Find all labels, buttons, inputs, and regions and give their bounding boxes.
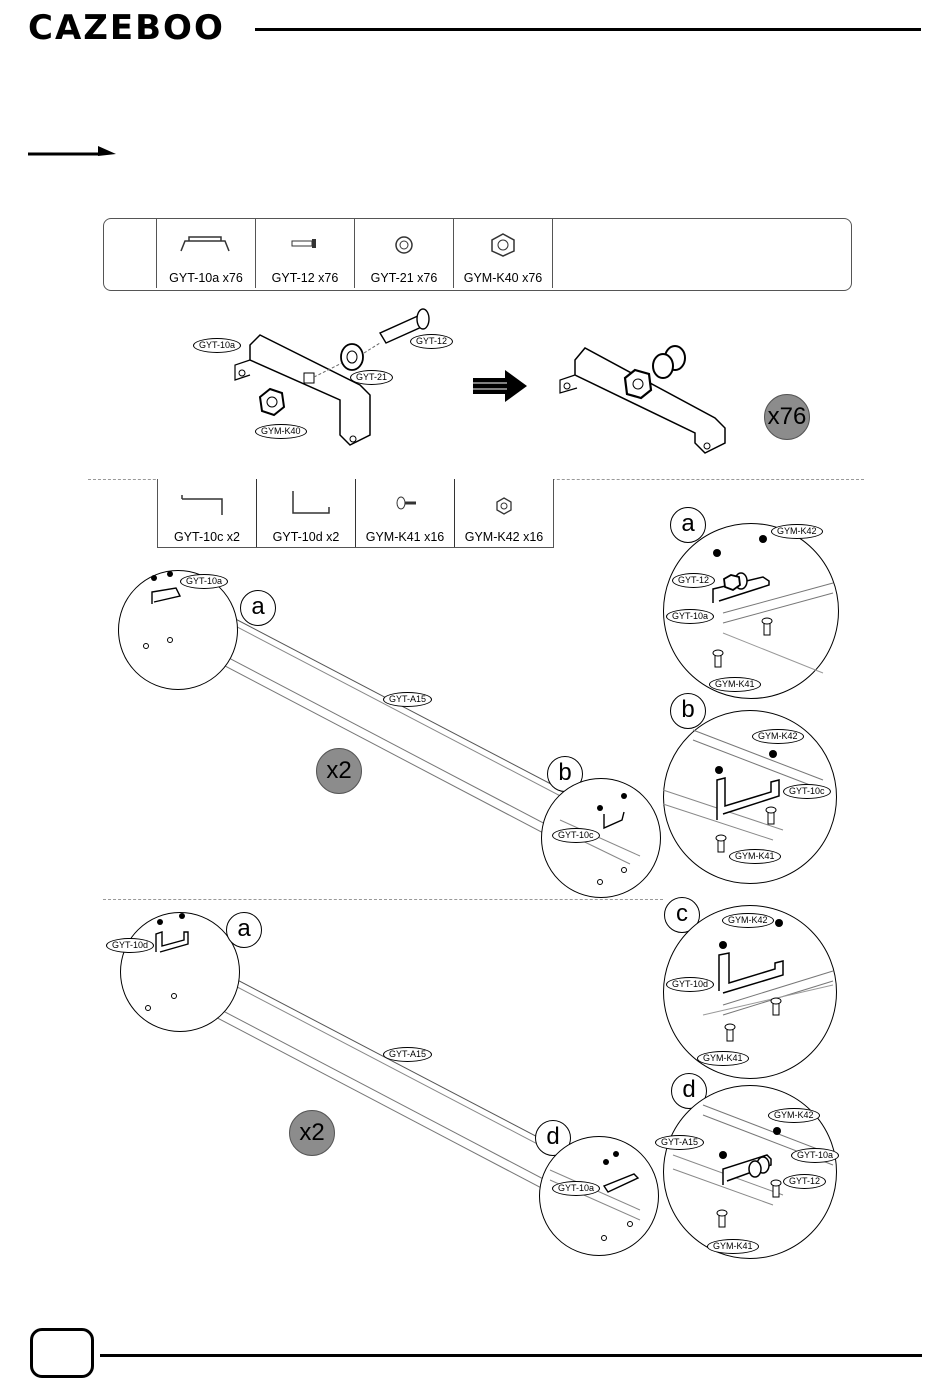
tag-detail-c-screw: GYM-K41 xyxy=(697,1051,749,1066)
nut-part xyxy=(258,387,286,417)
callout-step3-a: a xyxy=(226,912,262,948)
tag-detail-c-bracket: GYT-10d xyxy=(666,977,715,992)
tag-step3-a-bracket: GYT-10d xyxy=(106,938,155,953)
tag-step3-d-bracket: GYT-10a xyxy=(552,1181,601,1196)
tag-step1-nut: GYM-K40 xyxy=(255,424,307,439)
part-gym-k42: GYM-K42 x16 xyxy=(454,479,553,547)
step1-assembled-diagram xyxy=(559,345,726,454)
tag-detail-d-bracket: GYT-10a xyxy=(791,1148,840,1163)
tag-detail-d-nut: GYM-K42 xyxy=(768,1108,820,1123)
tag-step2-rail: GYT-A15 xyxy=(383,692,433,707)
header-rule xyxy=(255,28,921,31)
detail-letter-a: a xyxy=(670,507,706,543)
qty-step1: x76 xyxy=(764,394,810,440)
part-gyt-10a: GYT-10a x76 xyxy=(156,219,255,288)
detail-d-diagram xyxy=(672,1104,834,1228)
tag-step2-b-bracket: GYT-10c xyxy=(552,828,600,843)
tag-detail-d-pin: GYT-12 xyxy=(783,1174,827,1189)
parts-table-2: GYT-10c x2 GYT-10d x2 GYM-K41 x16 GYM-K4… xyxy=(157,479,554,548)
step3-d-parts xyxy=(549,1151,641,1241)
tag-detail-b-screw: GYM-K41 xyxy=(729,849,781,864)
parts-table-1: GYT-10a x76 GYT-12 x76 GYT-21 x76 GYM-K4… xyxy=(103,218,852,291)
nut-small-icon xyxy=(496,497,512,515)
tag-step1-pin: GYT-12 xyxy=(410,334,454,349)
tag-detail-b-nut: GYM-K42 xyxy=(752,729,804,744)
tag-step1-bushing: GYT-21 xyxy=(350,370,394,385)
arrow-result-icon xyxy=(473,370,527,402)
part-gym-k41: GYM-K41 x16 xyxy=(355,479,454,547)
brand-logo: CAZEBOO xyxy=(28,8,225,48)
tag-detail-a-bracket: GYT-10a xyxy=(666,609,715,624)
part-gyt-10d: GYT-10d x2 xyxy=(256,479,355,547)
callout-step3-d: d xyxy=(535,1120,571,1156)
pin-icon xyxy=(291,239,316,248)
bracket-d-icon xyxy=(292,491,330,514)
step3-a-parts xyxy=(145,913,189,1011)
part-gym-k40: GYM-K40 x76 xyxy=(453,219,553,288)
tag-detail-d-screw: GYM-K41 xyxy=(707,1239,759,1254)
tag-detail-c-nut: GYM-K42 xyxy=(722,913,774,928)
tag-detail-b-bracket: GYT-10c xyxy=(783,784,831,799)
step2-a-parts xyxy=(143,571,182,649)
step1-exploded-diagram xyxy=(234,308,430,446)
bracket-icon xyxy=(180,236,230,252)
step2-b-parts xyxy=(559,793,641,885)
tag-detail-a-screw: GYM-K41 xyxy=(709,677,761,692)
tag-step3-rail: GYT-A15 xyxy=(383,1047,433,1062)
detail-b-diagram xyxy=(662,729,824,853)
zoom-circle-step2-a xyxy=(118,570,238,690)
part-gyt-12: GYT-12 x76 xyxy=(255,219,354,288)
pin-part xyxy=(378,308,430,344)
tag-step2-a-bracket: GYT-10a xyxy=(180,574,229,589)
arrow-right-icon xyxy=(28,146,116,156)
bushing-part xyxy=(340,343,364,371)
qty-step3: x2 xyxy=(289,1110,335,1156)
divider-2 xyxy=(103,899,663,900)
zoom-circle-step3-d xyxy=(539,1136,659,1256)
footer-rule xyxy=(100,1354,922,1357)
nut-icon xyxy=(491,233,515,257)
part-gyt-10c: GYT-10c x2 xyxy=(158,479,256,547)
detail-a-diagram xyxy=(712,535,834,674)
detail-letter-b: b xyxy=(670,693,706,729)
tag-detail-d-rail: GYT-A15 xyxy=(655,1135,705,1150)
detail-circle-c xyxy=(663,905,837,1079)
tag-detail-a-nut: GYM-K42 xyxy=(771,524,823,539)
bushing-icon xyxy=(395,236,413,254)
part-gyt-21: GYT-21 x76 xyxy=(354,219,453,288)
screw-icon xyxy=(396,496,416,510)
detail-c-diagram xyxy=(702,919,834,1042)
bracket-c-icon xyxy=(181,495,223,515)
tag-step1-bracket: GYT-10a xyxy=(193,338,242,353)
tag-detail-a-pin: GYT-12 xyxy=(672,573,716,588)
callout-step2-a: a xyxy=(240,590,276,626)
page-number-box xyxy=(30,1328,94,1378)
qty-step2: x2 xyxy=(316,748,362,794)
zoom-circle-step3-a xyxy=(120,912,240,1032)
